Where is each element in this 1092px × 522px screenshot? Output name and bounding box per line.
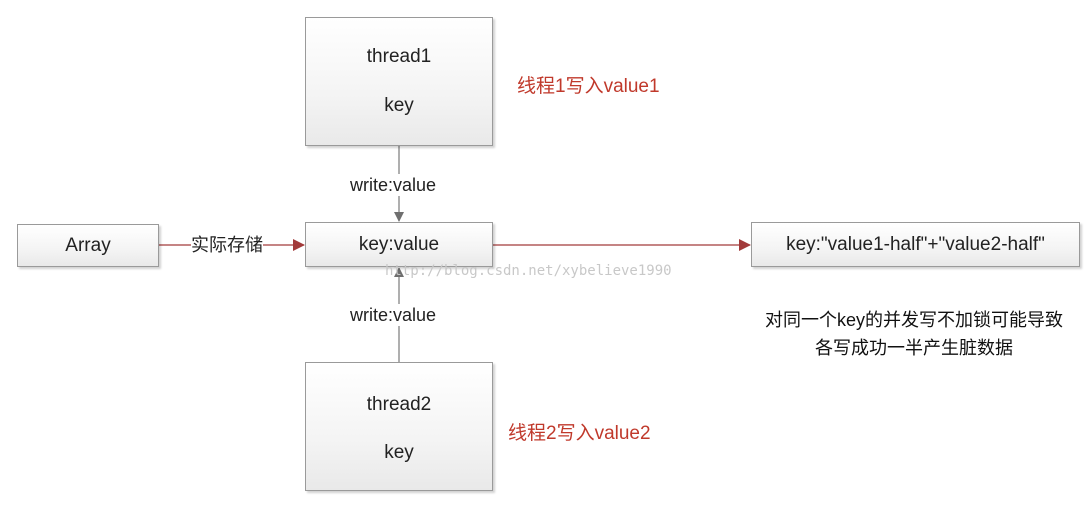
edge-label-actual-storage: 实际存储 [191, 234, 263, 256]
keyvalue-node: key:value [305, 222, 493, 267]
explanation-line-1: 对同一个key的并发写不加锁可能导致 [764, 310, 1063, 330]
thread1-key: key [384, 95, 414, 116]
explanation-line-2: 各写成功一半产生脏数据 [815, 338, 1013, 358]
result-node: key:"value1-half"+"value2-half" [751, 222, 1080, 267]
thread1-title: thread1 [366, 46, 432, 67]
result-label: key:"value1-half"+"value2-half" [786, 233, 1045, 255]
thread2-title: thread2 [366, 394, 432, 415]
array-label: Array [65, 234, 111, 256]
watermark: http://blog.csdn.net/xybelieve1990 [385, 263, 672, 279]
note-thread1-writes: 线程1写入value1 [517, 76, 660, 97]
thread2-node: thread2 key [305, 362, 493, 491]
thread2-key: key [384, 442, 414, 463]
keyvalue-label: key:value [358, 233, 440, 255]
array-node: Array [17, 224, 159, 267]
note-thread2-writes: 线程2写入value2 [508, 423, 651, 444]
thread1-node: thread1 key [305, 17, 493, 146]
edge-label-write-top: write:value [350, 174, 437, 196]
edge-label-write-bottom: write:value [350, 304, 437, 326]
explanation-note: 对同一个key的并发写不加锁可能导致 各写成功一半产生脏数据 [744, 306, 1084, 362]
